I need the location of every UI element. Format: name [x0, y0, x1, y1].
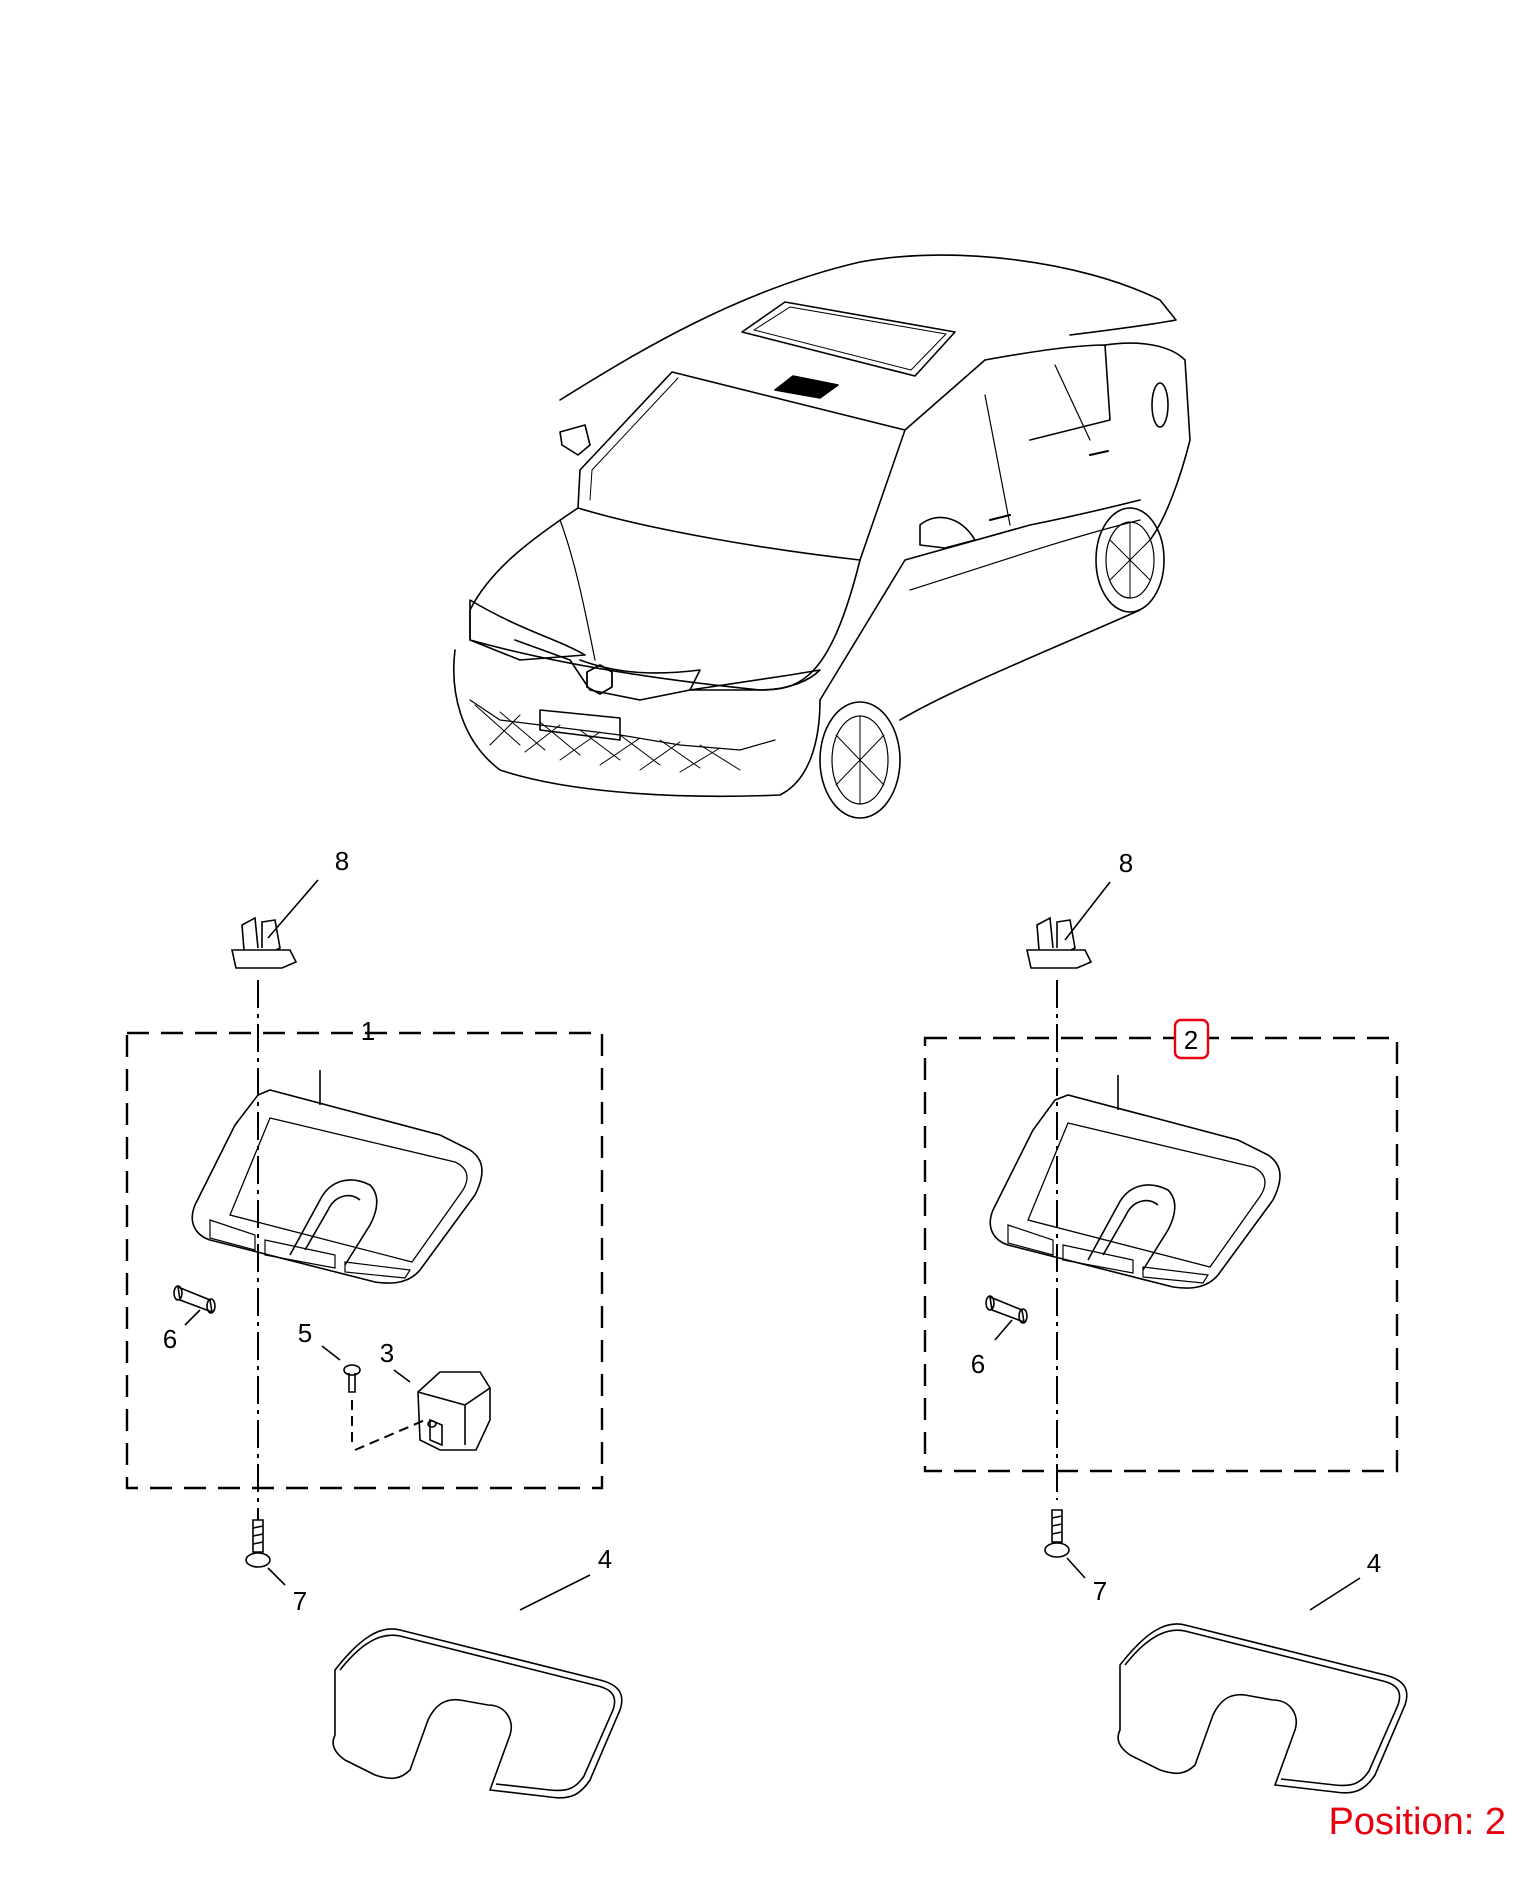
pad-part-right — [1117, 1623, 1408, 1794]
bulb-part-right — [985, 1295, 1028, 1324]
assembly-group-1: 1 8 6 5 — [125, 846, 623, 1799]
callout-7-right[interactable]: 7 — [1093, 1576, 1107, 1606]
callout-4-right[interactable]: 4 — [1367, 1548, 1381, 1578]
callout-6-left[interactable]: 6 — [163, 1324, 177, 1354]
callout-8-right[interactable]: 8 — [1119, 848, 1133, 878]
clip-part-left — [231, 916, 298, 969]
vehicle-illustration — [453, 254, 1191, 819]
bulb-part-left — [173, 1285, 216, 1314]
assembly-group-2: 2 8 6 — [923, 848, 1408, 1794]
callout-3[interactable]: 3 — [380, 1338, 394, 1368]
switch-part — [417, 1371, 491, 1451]
roof-lamp-marker — [774, 375, 839, 399]
lamp-housing-left — [191, 1070, 483, 1284]
pad-part-left — [332, 1628, 623, 1799]
clip-part-right — [1026, 916, 1093, 969]
callout-7-left[interactable]: 7 — [293, 1586, 307, 1616]
callout-6-right[interactable]: 6 — [971, 1349, 985, 1379]
callout-5[interactable]: 5 — [298, 1318, 312, 1348]
group-box-2 — [923, 1036, 1399, 1473]
small-screw-part — [343, 1364, 361, 1393]
callout-4-left[interactable]: 4 — [598, 1544, 612, 1574]
callout-1[interactable]: 1 — [361, 1016, 375, 1046]
position-label: Position: 2 — [1328, 1801, 1506, 1843]
lamp-housing-right — [989, 1075, 1281, 1289]
highlight-box — [1173, 1018, 1210, 1060]
callout-2[interactable]: 2 — [1184, 1025, 1198, 1055]
group-box-1 — [125, 1031, 604, 1490]
screw-part-right — [1044, 1509, 1070, 1558]
callout-8-left[interactable]: 8 — [335, 846, 349, 876]
screw-part-left — [245, 1519, 271, 1568]
